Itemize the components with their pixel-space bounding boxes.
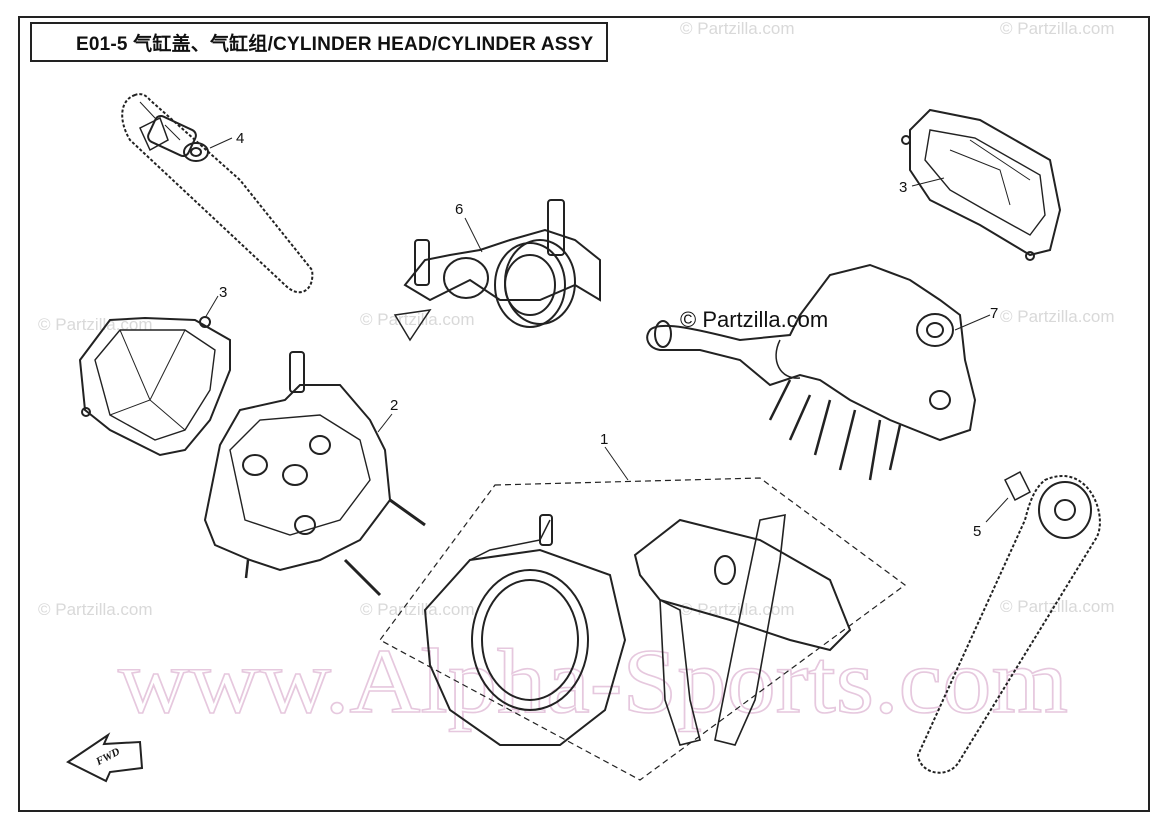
part-4-timing-chain bbox=[121, 93, 314, 294]
part-1-cylinder-assy bbox=[379, 446, 907, 781]
callout-3-right: 3 bbox=[899, 179, 907, 196]
watermark-text: © Partzilla.com bbox=[1000, 307, 1115, 326]
part-3-head-cover-left bbox=[78, 295, 231, 457]
callout-4: 4 bbox=[236, 130, 244, 147]
callout-labels: 1 2 3 3 4 5 6 7 bbox=[219, 130, 998, 540]
callout-6: 6 bbox=[455, 201, 463, 218]
partzilla-watermark: © Partzilla.com bbox=[680, 307, 828, 332]
watermark-text: © Partzilla.com bbox=[1000, 597, 1115, 616]
diagram-frame bbox=[18, 16, 1150, 812]
callout-7: 7 bbox=[990, 305, 998, 322]
watermark-text: © Partzilla.com bbox=[680, 19, 795, 38]
title-box: E01-5 气缸盖、气缸组/CYLINDER HEAD/CYLINDER ASS… bbox=[30, 22, 608, 62]
callout-5: 5 bbox=[973, 523, 981, 540]
part-7-cylinder-head-upper bbox=[646, 263, 991, 481]
watermark-text: © Partzilla.com bbox=[360, 310, 475, 329]
watermark-text: © Partzilla.com bbox=[360, 600, 475, 619]
fwd-arrow: FWD bbox=[66, 732, 144, 783]
watermark-text: © Partzilla.com bbox=[1000, 19, 1115, 38]
watermark-group: © Partzilla.com © Partzilla.com © Partzi… bbox=[38, 19, 1115, 619]
big-watermark: www.Alpha-Sports.com bbox=[118, 630, 1068, 732]
part-2-cylinder-head bbox=[203, 351, 426, 597]
callout-1: 1 bbox=[600, 431, 608, 448]
arrow-left-icon bbox=[66, 732, 144, 783]
callout-3-left: 3 bbox=[219, 284, 227, 301]
watermark-text: © Partzilla.com bbox=[38, 600, 153, 619]
part-3-head-cover-right bbox=[901, 108, 1062, 261]
part-5-timing-chain-sprocket bbox=[916, 470, 1101, 774]
part-6-intake-manifold bbox=[393, 199, 601, 342]
callout-2: 2 bbox=[390, 397, 398, 414]
watermark-text: © Partzilla.com bbox=[680, 600, 795, 619]
page-title: E01-5 气缸盖、气缸组/CYLINDER HEAD/CYLINDER ASS… bbox=[76, 33, 594, 55]
